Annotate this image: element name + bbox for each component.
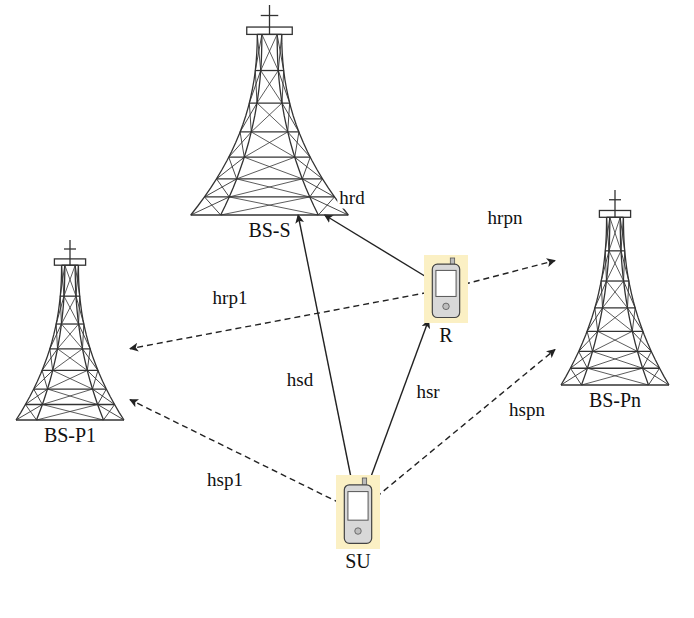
interference-link (376, 350, 555, 498)
signal-link (325, 215, 428, 278)
tower-lattice (191, 5, 349, 215)
interference-link (464, 261, 555, 285)
base-station-node: BS-Pn (555, 190, 675, 385)
tower-lattice (16, 240, 124, 420)
base-station-node: BS-S (182, 5, 357, 215)
node-label: BS-P1 (42, 424, 98, 446)
tower-lattice (561, 190, 669, 385)
channel-label: hrp1 (211, 288, 250, 309)
base-station-node: BS-P1 (10, 240, 130, 420)
tower-icon (10, 240, 130, 420)
channel-label: hrd (337, 188, 366, 209)
node-label: BS-Pn (587, 389, 643, 411)
user-device-node: R (428, 258, 464, 320)
phone-icon (428, 258, 464, 320)
tower-icon (555, 190, 675, 385)
phone-icon (424, 255, 468, 323)
node-label: SU (343, 550, 373, 572)
signal-link (298, 215, 351, 478)
tower-icon (182, 5, 357, 215)
phone-icon (336, 475, 380, 549)
node-label: BS-S (246, 219, 292, 241)
channel-label: hsp1 (205, 470, 245, 491)
channel-label: hspn (507, 400, 547, 421)
interference-link (130, 400, 340, 504)
channel-label: hsr (414, 382, 441, 403)
node-label: R (437, 324, 454, 346)
interference-link (130, 292, 428, 348)
channel-label: hrpn (486, 208, 525, 229)
user-device-node: SU (340, 478, 376, 546)
channel-label: hsd (285, 370, 315, 391)
phone-icon (340, 478, 376, 546)
